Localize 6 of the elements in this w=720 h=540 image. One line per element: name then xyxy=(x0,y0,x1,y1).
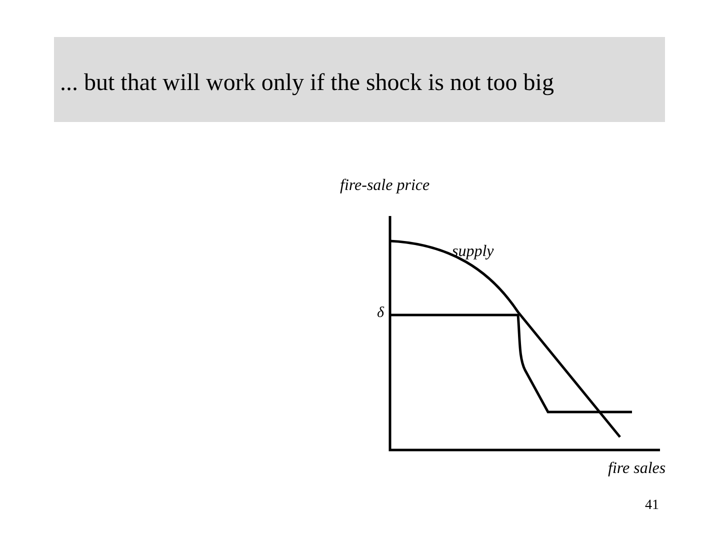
axis-value-label: δ xyxy=(377,305,384,322)
slide-title: ... but that will work only if the shock is not too big xyxy=(60,70,554,96)
axis-label: fire sales xyxy=(608,460,666,478)
axis-label: fire-sale price xyxy=(340,177,430,195)
curve-label: supply xyxy=(452,243,494,261)
page-number: 41 xyxy=(645,498,659,514)
